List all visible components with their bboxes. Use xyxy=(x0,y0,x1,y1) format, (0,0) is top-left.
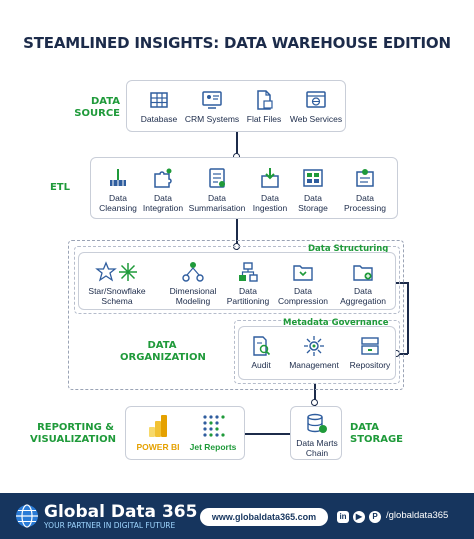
reporting-powerbi[interactable]: POWER BI xyxy=(130,413,186,452)
label-data-source: DATA SOURCE xyxy=(74,96,120,119)
connector-metadata-storage xyxy=(314,384,316,406)
folder-add-icon xyxy=(353,265,373,281)
data-structuring-group xyxy=(74,246,400,314)
metadata-repository[interactable]: Repository xyxy=(347,335,393,370)
brand-tagline: YOUR PARTNER IN DIGITAL FUTURE xyxy=(44,521,176,530)
connector-source-etl xyxy=(236,131,238,161)
youtube-icon[interactable]: ▶ xyxy=(353,511,365,523)
connector-structuring-right xyxy=(396,282,408,284)
processing-icon xyxy=(356,169,374,187)
broom-icon xyxy=(110,169,126,186)
etl-summarisation[interactable]: Data Summarisation xyxy=(185,166,249,213)
data-marts-icon xyxy=(307,413,327,433)
checklist-icon xyxy=(209,168,225,188)
power-bi-icon xyxy=(149,415,167,437)
metadata-audit[interactable]: Audit xyxy=(243,335,279,370)
audit-icon xyxy=(253,336,271,356)
puzzle-icon xyxy=(154,168,172,188)
network-gear-icon xyxy=(304,336,324,356)
globe-logo-icon xyxy=(16,504,38,528)
source-web-services[interactable]: Web Services xyxy=(287,89,345,124)
storage-icon xyxy=(303,169,323,187)
linkedin-icon[interactable]: in xyxy=(337,511,349,523)
data-organization-area xyxy=(68,240,404,390)
storage-data-marts[interactable]: Data Marts Chain xyxy=(291,413,343,458)
partition-icon xyxy=(239,262,258,282)
repository-icon xyxy=(361,337,379,355)
etl-box: Data Cleansing Data Integration Data Sum… xyxy=(90,157,398,219)
source-flat-files[interactable]: Flat Files xyxy=(239,89,289,124)
data-source-box: Database CRM Systems Flat Files Web Serv… xyxy=(126,80,346,132)
pinterest-icon[interactable]: P xyxy=(369,511,381,523)
structuring-schema[interactable]: Star/Snowflake Schema xyxy=(83,261,151,306)
label-data-storage: DATA STORAGE xyxy=(350,422,404,445)
jet-reports-icon xyxy=(203,415,225,437)
etl-ingestion[interactable]: Data Ingestion xyxy=(247,166,293,213)
database-icon xyxy=(150,92,168,108)
metadata-title: Metadata Governance xyxy=(283,318,389,328)
structuring-aggregation[interactable]: Data Aggregation xyxy=(335,261,391,306)
brand-name: Global Data 365 xyxy=(44,502,198,522)
label-etl: ETL xyxy=(49,182,70,193)
reporting-jet[interactable]: Jet Reports xyxy=(184,413,242,452)
structuring-compression[interactable]: Data Compression xyxy=(275,261,331,306)
connector-right-vertical xyxy=(407,282,409,354)
connector-etl-structuring xyxy=(236,218,238,250)
social-handle: /globaldata365 xyxy=(386,510,449,521)
source-database[interactable]: Database xyxy=(133,89,185,124)
ingestion-icon xyxy=(261,168,279,188)
source-crm[interactable]: CRM Systems xyxy=(183,89,241,124)
metadata-box: Audit Management Repository xyxy=(238,326,396,380)
label-data-organization: DATA ORGANIZATION xyxy=(120,340,206,363)
crm-icon xyxy=(202,91,222,109)
reporting-box: POWER BI Jet Reports xyxy=(125,406,245,460)
structuring-partitioning[interactable]: Data Partitioning xyxy=(223,261,273,306)
etl-storage[interactable]: Data Storage xyxy=(291,166,335,213)
etl-cleansing[interactable]: Data Cleansing xyxy=(95,166,141,213)
file-icon xyxy=(257,90,273,110)
star-snowflake-icon xyxy=(95,261,137,282)
metadata-management[interactable]: Management xyxy=(285,335,343,370)
folder-compress-icon xyxy=(293,265,313,281)
data-structuring-title: Data Structuring xyxy=(308,244,389,254)
data-structuring-box: Star/Snowflake Schema Dimensional Modeli… xyxy=(78,252,396,310)
storage-box: Data Marts Chain xyxy=(290,406,342,460)
connector-metadata-right xyxy=(396,353,408,355)
web-icon xyxy=(306,91,326,108)
label-reporting: REPORTING & VISUALIZATION xyxy=(30,422,116,445)
dimensional-model-icon xyxy=(182,262,204,282)
etl-processing[interactable]: Data Processing xyxy=(337,166,393,213)
etl-integration[interactable]: Data Integration xyxy=(139,166,187,213)
page-title: STEAMLINED INSIGHTS: DATA WAREHOUSE EDIT… xyxy=(23,34,451,52)
metadata-group xyxy=(234,320,400,384)
structuring-dimensional[interactable]: Dimensional Modeling xyxy=(165,261,221,306)
connector-reporting-storage xyxy=(245,433,291,435)
connector-dot xyxy=(311,399,318,406)
website-link[interactable]: www.globaldata365.com xyxy=(200,508,328,526)
